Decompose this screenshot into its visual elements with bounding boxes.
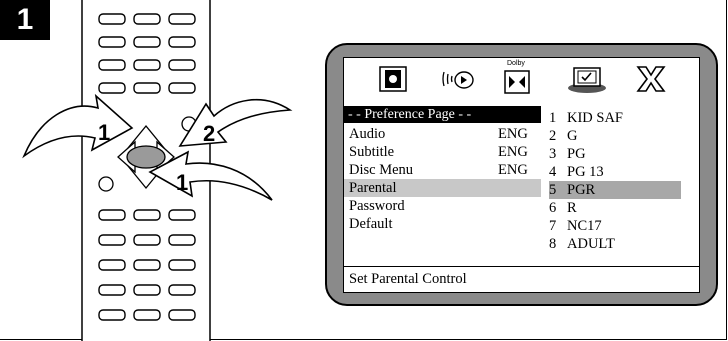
audio-icon[interactable]	[440, 64, 476, 94]
osd-menu-panel: Dolby - - Preference Page - - Audio ENG …	[343, 57, 700, 293]
arrow-label-2: 2	[203, 121, 215, 146]
rating-option[interactable]: 8 ADULT	[549, 235, 681, 253]
step-number-badge: 1	[0, 0, 50, 40]
round-button-bottom	[98, 176, 114, 192]
arrow-label-1-left: 1	[98, 120, 110, 145]
direction-pad	[117, 124, 175, 190]
arrow-label-1-bottom: 1	[176, 170, 188, 195]
rating-number: 1	[549, 110, 557, 126]
menu-item-value: ENG	[498, 144, 528, 160]
menu-item-label: Password	[349, 198, 405, 214]
menu-item-subtitle[interactable]: Subtitle ENG	[344, 143, 541, 161]
menu-item-label: Subtitle	[349, 144, 395, 160]
rating-option-selected[interactable]: 5 PGR	[549, 181, 681, 199]
rating-option[interactable]: 1 KID SAF	[549, 109, 681, 127]
rating-label: PG	[567, 146, 586, 162]
rating-option[interactable]: 6 R	[549, 199, 681, 217]
rating-number: 6	[549, 200, 557, 216]
menu-item-label: Default	[349, 216, 393, 232]
rating-number: 2	[549, 128, 557, 144]
menu-item-label: Audio	[349, 126, 386, 142]
rating-number: 3	[549, 146, 557, 162]
menu-item-default[interactable]: Default	[344, 215, 541, 233]
rating-label: KID SAF	[567, 110, 623, 126]
menu-item-value: ENG	[498, 162, 528, 178]
menu-item-disc-menu[interactable]: Disc Menu ENG	[344, 161, 541, 179]
arrow-2-right	[178, 98, 293, 147]
arrow-1-bottom	[148, 150, 273, 201]
exit-icon[interactable]	[634, 64, 668, 94]
menu-item-password[interactable]: Password	[344, 197, 541, 215]
remote-buttons-top	[98, 13, 196, 94]
menu-item-label: Disc Menu	[349, 162, 414, 178]
rating-label: PG 13	[567, 164, 604, 180]
preference-icon[interactable]	[566, 64, 608, 94]
rating-number: 7	[549, 218, 557, 234]
status-bar: Set Parental Control	[344, 266, 699, 292]
remote-control-illustration: 1 2 1	[22, 0, 293, 341]
menu-item-label: Parental	[349, 180, 397, 196]
menu-item-value: ENG	[498, 126, 528, 142]
speaker-icon[interactable]	[378, 64, 408, 94]
rating-label: ADULT	[567, 236, 615, 252]
rating-option[interactable]: 4 PG 13	[549, 163, 681, 181]
rating-number: 5	[549, 182, 557, 198]
rating-option[interactable]: 3 PG	[549, 145, 681, 163]
remote-buttons-bottom	[98, 209, 196, 321]
menu-item-audio[interactable]: Audio ENG	[344, 125, 541, 143]
rating-label: NC17	[567, 218, 602, 234]
rating-number: 4	[549, 164, 557, 180]
tv-screen: Dolby - - Preference Page - - Audio ENG …	[325, 43, 718, 306]
rating-option[interactable]: 7 NC17	[549, 217, 681, 235]
dolby-caption: Dolby	[507, 60, 525, 67]
arrow-1-left	[22, 93, 134, 159]
rating-label: PGR	[567, 182, 596, 198]
rating-option[interactable]: 2 G	[549, 127, 681, 145]
rating-label: R	[567, 200, 577, 216]
rating-label: G	[567, 128, 578, 144]
menu-item-parental[interactable]: Parental	[344, 179, 541, 197]
rating-number: 8	[549, 236, 557, 252]
dolby-icon[interactable]	[504, 70, 530, 94]
page-header: - - Preference Page - -	[344, 106, 541, 123]
